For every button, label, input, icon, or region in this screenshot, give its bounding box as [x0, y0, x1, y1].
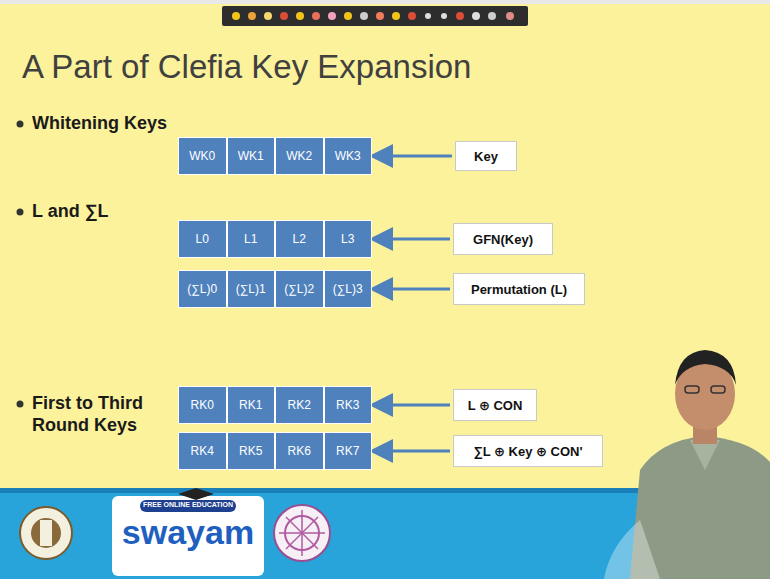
source-box: ∑L ⊕ Key ⊕ CON': [453, 435, 603, 467]
partner-logo: [274, 505, 330, 561]
node-text: (∑L)2: [284, 282, 314, 296]
node-text: (∑L)0: [187, 282, 217, 296]
arrow-connector: [375, 404, 450, 407]
key-word-cell: (∑L)2: [275, 270, 324, 308]
top-edge: [0, 0, 770, 4]
node-text: RK6: [288, 444, 311, 458]
node-text: (∑L)1: [236, 282, 266, 296]
key-word-cell: L2: [275, 220, 324, 258]
key-word-cell: L3: [324, 220, 373, 258]
arrow-connector: [375, 155, 452, 158]
key-word-cell: WK3: [324, 137, 373, 175]
node-text: GFN(Key): [473, 232, 533, 247]
node-text: RK1: [239, 398, 262, 412]
node-text: WK3: [335, 149, 361, 163]
logo-tagline: FREE ONLINE EDUCATION: [140, 501, 236, 509]
arrow-connector: [375, 238, 450, 241]
swayam-mortarboard: [178, 488, 214, 500]
arrow-connector: [375, 288, 450, 291]
key-word-cell: (∑L)1: [227, 270, 276, 308]
node-text: WK1: [238, 149, 264, 163]
key-word-cell: RK0: [178, 386, 227, 424]
node-text: WK2: [286, 149, 312, 163]
key-word-cell: L0: [178, 220, 227, 258]
node-text: RK0: [191, 398, 214, 412]
key-word-cell: RK4: [178, 432, 227, 470]
swayam-logo-panel: [112, 496, 264, 576]
node-text: L3: [341, 232, 354, 246]
key-word-cell: RK1: [227, 386, 276, 424]
swayam-tag: [140, 500, 236, 512]
toolbar-icons: [232, 12, 514, 20]
bullet: [17, 401, 24, 408]
node-text: WK0: [189, 149, 215, 163]
logo-wordmark: swayam: [118, 512, 258, 553]
bullet: [17, 121, 24, 128]
node-text: Permutation (L): [471, 282, 567, 297]
node-text: L1: [244, 232, 257, 246]
institute-logo: [20, 507, 72, 559]
key-word-cell: WK0: [178, 137, 227, 175]
node-text: RK2: [288, 398, 311, 412]
key-word-cell: WK2: [275, 137, 324, 175]
key-word-cell: RK7: [324, 432, 373, 470]
source-box: Permutation (L): [453, 273, 585, 305]
bullet-text: L and ∑L: [32, 201, 172, 223]
source-box: GFN(Key): [453, 223, 553, 255]
key-word-cell: RK2: [275, 386, 324, 424]
key-word-cell: L1: [227, 220, 276, 258]
node-text: L0: [196, 232, 209, 246]
slide-title: A Part of Clefia Key Expansion: [22, 48, 471, 86]
arrow-connector: [375, 450, 450, 453]
node-text: RK3: [336, 398, 359, 412]
annotation-toolbar: [222, 6, 528, 26]
key-word-cell: RK6: [275, 432, 324, 470]
bullet-text: First to Third Round Keys: [32, 393, 167, 436]
node-text: RK5: [239, 444, 262, 458]
node-text: L ⊕ CON: [468, 398, 523, 413]
key-word-cell: (∑L)0: [178, 270, 227, 308]
bullet: [17, 209, 24, 216]
node-text: ∑L ⊕ Key ⊕ CON': [473, 444, 582, 459]
node-text: (∑L)3: [333, 282, 363, 296]
bullet-text: Whitening Keys: [32, 113, 182, 135]
key-word-cell: (∑L)3: [324, 270, 373, 308]
source-box: Key: [455, 141, 517, 171]
source-box: L ⊕ CON: [453, 389, 537, 421]
node-text: Key: [474, 149, 498, 164]
node-text: L2: [293, 232, 306, 246]
node-text: RK4: [191, 444, 214, 458]
key-word-cell: RK3: [324, 386, 373, 424]
key-word-cell: RK5: [227, 432, 276, 470]
key-word-cell: WK1: [227, 137, 276, 175]
node-text: RK7: [336, 444, 359, 458]
presenter-figure: [604, 350, 770, 579]
